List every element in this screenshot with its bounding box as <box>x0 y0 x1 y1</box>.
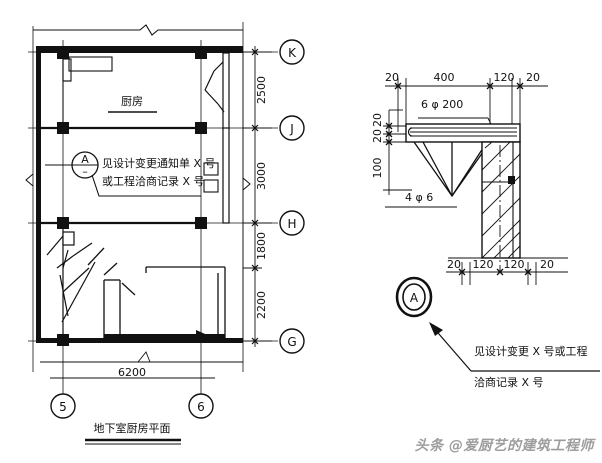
door-leaf-mid <box>222 127 230 224</box>
detail-rebar-top-label: 6 φ 200 <box>421 98 463 111</box>
plan-dim-1800: 1800 <box>255 232 268 260</box>
detail-top-dim-line <box>385 78 548 258</box>
watermark-text: 头条 @爱厨艺的建筑工程师 <box>414 438 594 454</box>
detail-top-dim-120: 120 <box>494 71 515 84</box>
grid-bubble-j-label: J <box>289 122 294 136</box>
detail-wall-hatch <box>481 141 521 259</box>
detail-top-dim-20a: 20 <box>385 71 399 84</box>
plan-lower-counter <box>87 247 226 338</box>
plan-dim-2200: 2200 <box>255 291 268 319</box>
detail-bottom-dim-20b: 20 <box>540 258 554 271</box>
detail-slab-rebar-lines <box>410 127 517 137</box>
detail-bottom-dim-120b: 120 <box>504 258 525 271</box>
plan-dim-3000: 3000 <box>255 162 268 190</box>
detail-left-dim-20a: 20 <box>371 113 384 127</box>
grid-bubble-6-label: 6 <box>197 400 205 414</box>
detail-top-dim-ticks <box>394 82 524 90</box>
detail-note-arrowhead <box>429 322 443 336</box>
detail-left-dim-ticks <box>385 122 393 146</box>
detail-note-line2: 洽商记录 X 号 <box>474 375 544 389</box>
detail-marker-bubble-letter: A <box>410 291 419 305</box>
detail-marker-bubble-a[interactable]: A <box>395 276 433 318</box>
detail-top-dim-400: 400 <box>434 71 455 84</box>
callout-bubble-dash: – <box>82 165 88 178</box>
grid-bubble-j[interactable]: J <box>279 115 305 141</box>
detail-bottom-dim-20a: 20 <box>447 258 461 271</box>
floor-plan-group: A – 见设计变更通知单 X 号 或工程洽商记录 X 号 <box>25 22 305 445</box>
detail-bottom-dim-120a: 120 <box>473 258 494 271</box>
grid-bubble-g-label: G <box>287 335 296 349</box>
grid-bubble-h[interactable]: H <box>279 210 305 236</box>
plan-fixtures-mid <box>203 162 219 193</box>
detail-corbel-triangle <box>413 141 491 198</box>
detail-bottom-dim-line <box>446 257 568 285</box>
grid-bubble-k-label: K <box>288 46 297 60</box>
plan-lower-counter-fill <box>104 330 225 341</box>
callout-bubble-a: A – <box>45 151 201 197</box>
break-line-top <box>33 24 243 36</box>
section-arrow-left <box>25 173 34 187</box>
detail-left-dim-lines <box>383 109 420 195</box>
kitchen-counter <box>62 56 113 122</box>
plan-dim-2500: 2500 <box>255 76 268 104</box>
detail-slab-rebar-endcap <box>407 127 413 137</box>
detail-top-dim-20b: 20 <box>526 71 540 84</box>
plan-bottom-dim-lines <box>40 351 243 379</box>
grid-bubble-k[interactable]: K <box>279 39 305 65</box>
plan-columns <box>57 47 207 346</box>
detail-rebar-bottom-label: 4 φ 6 <box>405 191 433 204</box>
callout-text-line1: 见设计变更通知单 X 号 <box>102 156 216 170</box>
detail-left-dim-20b: 20 <box>371 129 384 143</box>
plan-title-underline <box>85 438 181 445</box>
plan-vertical-dimension-chain <box>242 46 272 347</box>
grid-bubble-6[interactable]: 6 <box>188 393 214 419</box>
plan-vertical-dim-ticks <box>251 48 259 345</box>
grid-bubble-5-label: 5 <box>59 400 67 414</box>
detail-note-leader <box>431 325 600 372</box>
detail-slab-outline <box>405 123 521 143</box>
plan-leader-marks <box>46 229 96 334</box>
grid-bubble-5[interactable]: 5 <box>50 393 76 419</box>
door-swing-upper <box>204 52 230 130</box>
detail-section-group: 20 400 120 20 6 φ 200 <box>371 71 600 389</box>
grid-bubble-h-label: H <box>287 217 296 231</box>
grid-bubble-g[interactable]: G <box>279 328 305 354</box>
detail-note-line1: 见设计变更 X 号或工程 <box>474 344 588 358</box>
callout-bubble-letter: A <box>81 153 89 166</box>
detail-left-dim-100: 100 <box>371 158 384 179</box>
detail-wall-inner-lines <box>482 142 515 258</box>
plan-title: 地下室厨房平面 <box>94 421 171 435</box>
plan-walls <box>36 46 243 343</box>
plan-dim-6200: 6200 <box>118 366 146 379</box>
section-arrow-mid <box>242 177 251 191</box>
room-label-kitchen: 厨房 <box>121 95 143 108</box>
callout-text-line2: 或工程洽商记录 X 号 <box>102 174 205 188</box>
detail-bottom-dim-ticks <box>458 268 532 276</box>
